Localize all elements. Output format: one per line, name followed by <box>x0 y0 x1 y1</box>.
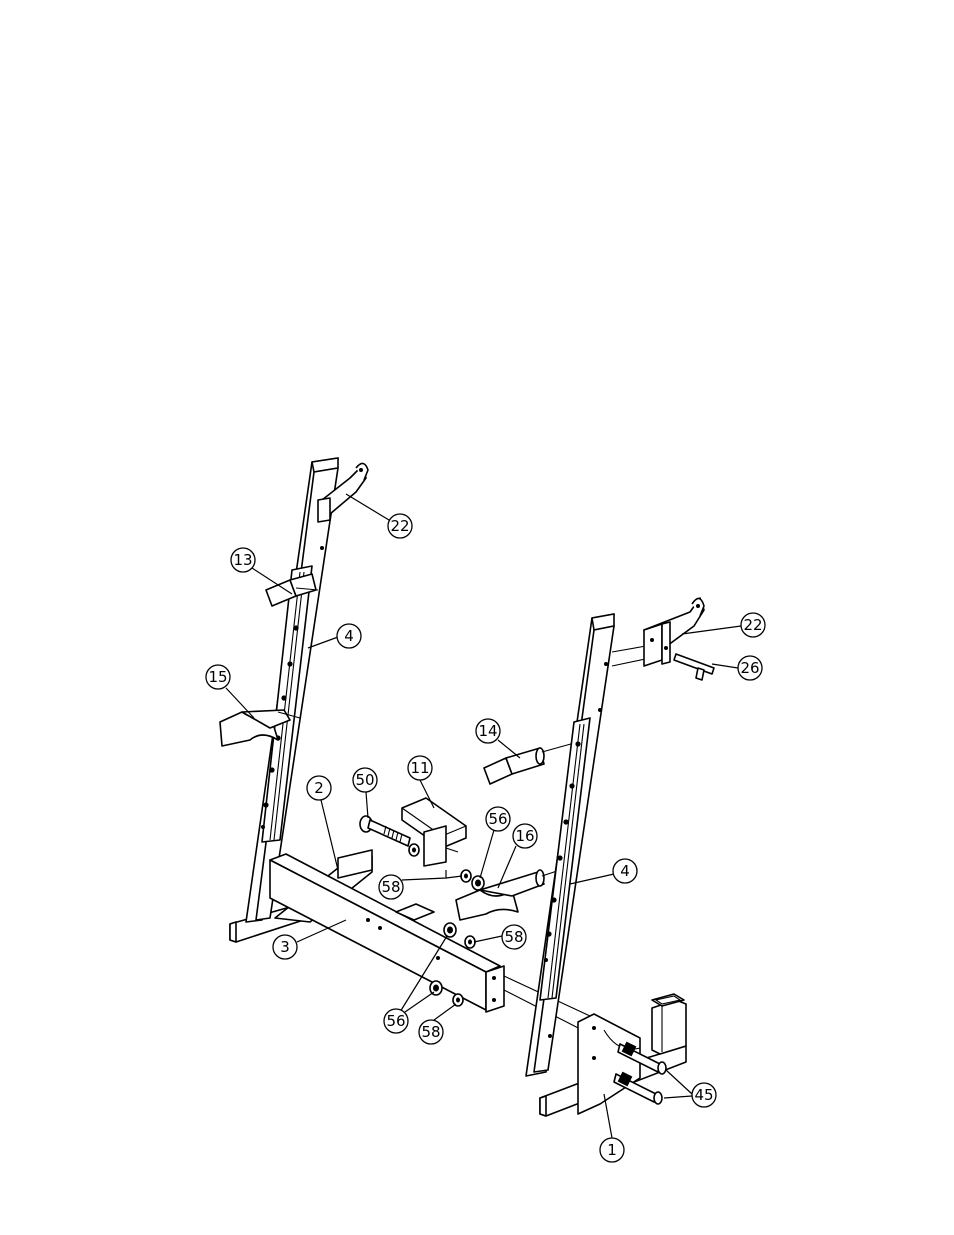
svg-text:4: 4 <box>620 862 630 880</box>
svg-text:56: 56 <box>488 810 507 828</box>
svg-text:13: 13 <box>233 551 252 569</box>
callout-45: 45 <box>692 1083 716 1107</box>
svg-text:45: 45 <box>694 1086 713 1104</box>
callout-11: 11 <box>408 756 432 780</box>
callout-14: 14 <box>476 719 500 743</box>
callout-4-right: 4 <box>613 859 637 883</box>
part-14-right-j-hook <box>484 742 578 784</box>
svg-text:14: 14 <box>478 722 497 740</box>
callout-58-center: 58 <box>502 925 526 949</box>
callout-50: 50 <box>353 768 377 792</box>
part-56-nut-center <box>444 923 456 937</box>
callout-26: 26 <box>738 656 762 680</box>
left-upright-post <box>246 458 338 922</box>
callout-16: 16 <box>513 824 537 848</box>
part-58-washer-center <box>465 936 475 948</box>
part-11-seat-post <box>396 798 466 920</box>
callout-13: 13 <box>231 548 255 572</box>
svg-text:22: 22 <box>390 517 409 535</box>
part-26-pin <box>674 654 714 680</box>
callout-22-left: 22 <box>388 514 412 538</box>
callout-2: 2 <box>307 776 331 800</box>
svg-text:26: 26 <box>740 659 759 677</box>
svg-text:1: 1 <box>607 1141 617 1159</box>
callout-15: 15 <box>206 665 230 689</box>
svg-text:3: 3 <box>280 938 290 956</box>
callout-58-upper: 58 <box>379 875 403 899</box>
svg-text:50: 50 <box>355 771 374 789</box>
callout-3: 3 <box>273 935 297 959</box>
svg-text:2: 2 <box>314 779 324 797</box>
callout-22-right: 22 <box>741 613 765 637</box>
svg-text:15: 15 <box>208 668 227 686</box>
svg-text:56: 56 <box>386 1012 405 1030</box>
part-58-washer-lower <box>453 994 463 1006</box>
svg-text:58: 58 <box>504 928 523 946</box>
right-upright-post <box>526 614 650 1076</box>
callout-4-left: 4 <box>337 624 361 648</box>
callout-56-upper: 56 <box>486 807 510 831</box>
svg-text:58: 58 <box>421 1023 440 1041</box>
callout-56-lower: 56 <box>384 1009 408 1033</box>
callout-1: 1 <box>600 1138 624 1162</box>
svg-text:16: 16 <box>515 827 534 845</box>
svg-text:22: 22 <box>743 616 762 634</box>
svg-text:11: 11 <box>410 759 429 777</box>
callout-58-lower: 58 <box>419 1020 443 1044</box>
part-56-nut-upper <box>472 876 484 890</box>
part-58-washer-mid <box>461 870 471 882</box>
svg-text:4: 4 <box>344 627 354 645</box>
part-58-washer-upper <box>409 844 419 856</box>
svg-text:58: 58 <box>381 878 400 896</box>
